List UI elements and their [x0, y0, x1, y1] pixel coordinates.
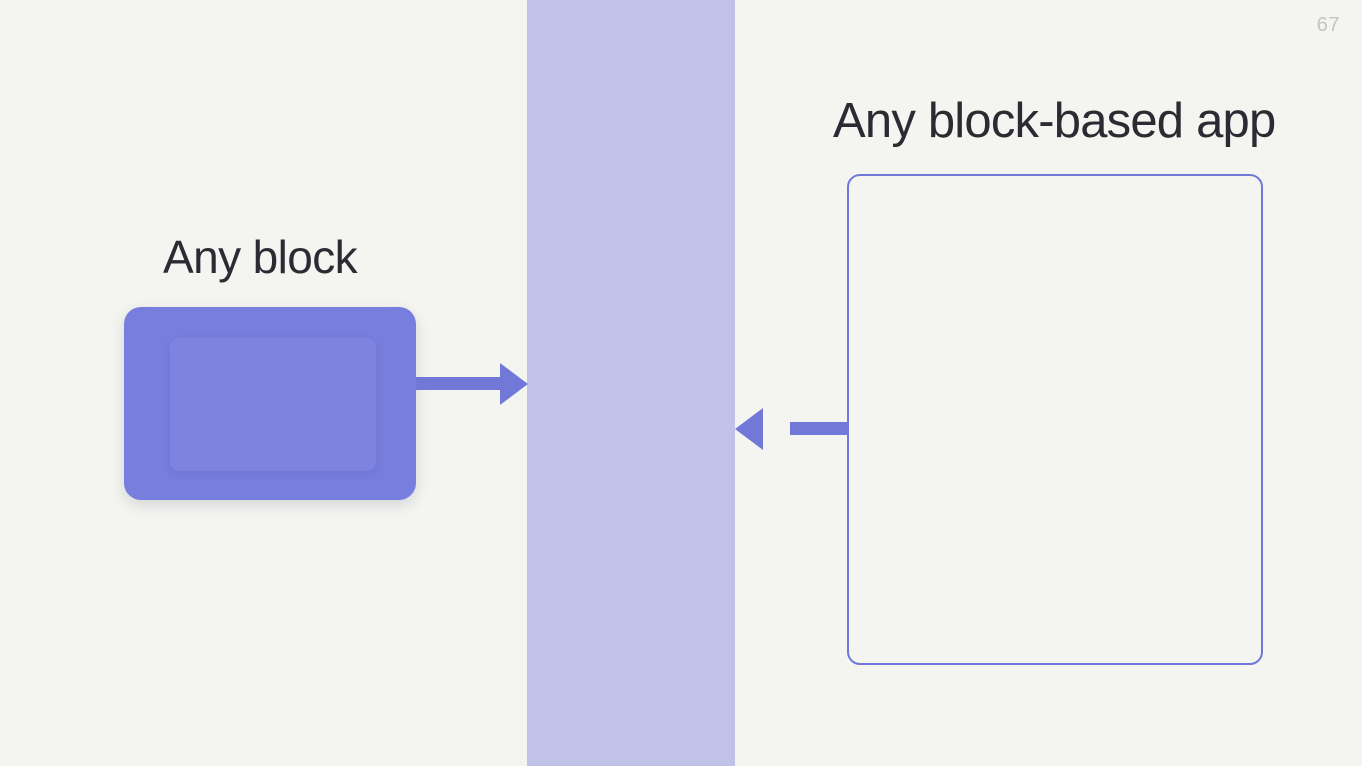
right-heading: Any block-based app: [833, 94, 1276, 148]
arrow-left-shaft: [790, 422, 848, 435]
arrow-right-head: [500, 363, 528, 405]
any-block-shape: [124, 307, 416, 500]
center-band: [527, 0, 735, 766]
arrow-right-shaft: [416, 377, 504, 390]
app-card-outline: [847, 174, 1263, 665]
arrow-left-head: [735, 408, 763, 450]
left-heading: Any block: [163, 231, 358, 283]
any-block-inner-shape: [170, 338, 376, 471]
arrow-left-icon: [735, 408, 848, 450]
arrow-right-icon: [416, 363, 528, 405]
page-number: 67: [1316, 14, 1340, 36]
